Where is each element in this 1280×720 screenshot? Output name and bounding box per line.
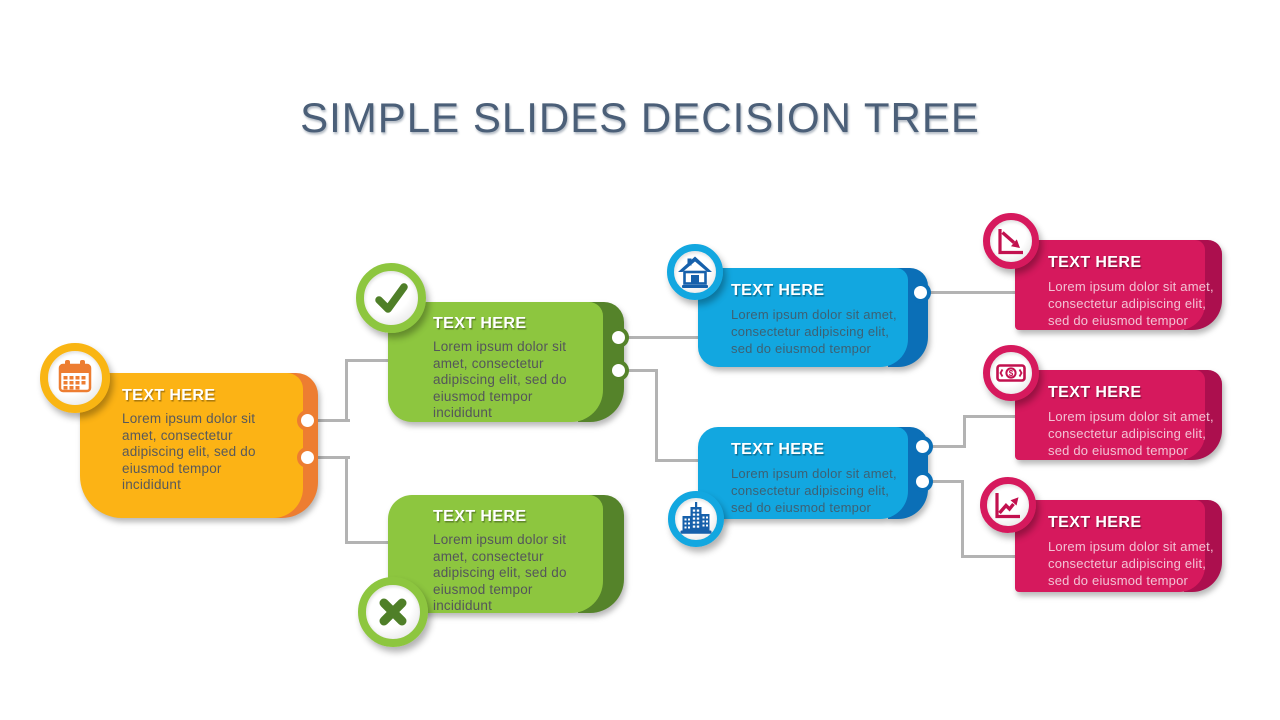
node-body-text: Lorem ipsum dolor sit amet, consectetur …: [433, 532, 567, 613]
connection-dot: [297, 410, 318, 431]
node-body: TEXT HERE Lorem ipsum dolor sit amet, co…: [80, 373, 303, 518]
decision-node-start[interactable]: TEXT HERE Lorem ipsum dolor sit amet, co…: [80, 373, 318, 518]
home-icon: [678, 256, 712, 288]
node-body: TEXT HERE Lorem ipsum dolor sit amet, co…: [388, 302, 603, 422]
building-icon: [680, 502, 712, 534]
connection-dot: [912, 471, 933, 492]
slide-title: SIMPLE SLIDES DECISION TREE: [300, 94, 980, 141]
node-body: TEXT HERE Lorem ipsum dolor sit amet, co…: [698, 268, 908, 367]
decision-node-option-building[interactable]: TEXT HERE Lorem ipsum dolor sit amet, co…: [698, 427, 928, 519]
connection-dot: [297, 447, 318, 468]
connector-segment: [306, 456, 350, 459]
node-heading: TEXT HERE: [731, 282, 825, 299]
icon-badge: $: [983, 345, 1039, 401]
node-body-text: Lorem ipsum dolor sit amet, consectetur …: [731, 466, 897, 515]
decision-node-branch-yes[interactable]: TEXT HERE Lorem ipsum dolor sit amet, co…: [388, 302, 624, 422]
connector-segment: [961, 555, 1015, 558]
connection-dot: [910, 282, 931, 303]
connector-segment: [920, 445, 966, 448]
node-heading: TEXT HERE: [433, 508, 527, 525]
connector-segment: [920, 480, 964, 483]
cross-icon: [379, 598, 407, 626]
decision-node-branch-no[interactable]: TEXT HERE Lorem ipsum dolor sit amet, co…: [388, 495, 624, 613]
connector-segment: [655, 369, 658, 462]
decision-node-outcome-decline[interactable]: TEXT HERE Lorem ipsum dolor sit amet, co…: [1015, 240, 1222, 330]
icon-badge: [358, 577, 428, 647]
connector-segment: [346, 359, 390, 362]
chart-growth-icon: [995, 493, 1020, 519]
connector-segment: [963, 415, 1015, 418]
decision-node-outcome-growth[interactable]: TEXT HERE Lorem ipsum dolor sit amet, co…: [1015, 500, 1222, 592]
connector-segment: [619, 336, 700, 339]
node-heading: TEXT HERE: [433, 315, 527, 332]
node-body: TEXT HERE Lorem ipsum dolor sit amet, co…: [1015, 240, 1214, 330]
connection-dot: [608, 327, 629, 348]
icon-badge: [40, 343, 110, 413]
connector-segment: [346, 541, 390, 544]
node-body: TEXT HERE Lorem ipsum dolor sit amet, co…: [1015, 500, 1214, 592]
node-body-text: Lorem ipsum dolor sit amet, consectetur …: [731, 307, 897, 356]
icon-badge: [980, 477, 1036, 533]
node-heading: TEXT HERE: [1048, 254, 1142, 271]
node-body: TEXT HERE Lorem ipsum dolor sit amet, co…: [1015, 370, 1214, 460]
node-heading: TEXT HERE: [731, 441, 825, 458]
icon-badge: [983, 213, 1039, 269]
connector-segment: [655, 459, 700, 462]
node-body-text: Lorem ipsum dolor sit amet, consectetur …: [1048, 409, 1214, 458]
checkmark-icon: [375, 283, 408, 313]
node-body-text: Lorem ipsum dolor sit amet, consectetur …: [1048, 539, 1214, 588]
node-body-text: Lorem ipsum dolor sit amet, consectetur …: [122, 411, 256, 492]
node-heading: TEXT HERE: [1048, 384, 1142, 401]
connector-segment: [961, 480, 964, 558]
connector-segment: [619, 369, 658, 372]
node-heading: TEXT HERE: [1048, 514, 1142, 531]
calendar-icon: [58, 360, 92, 393]
icon-badge: [667, 244, 723, 300]
node-body: TEXT HERE Lorem ipsum dolor sit amet, co…: [388, 495, 603, 613]
node-body-text: Lorem ipsum dolor sit amet, consectetur …: [433, 339, 567, 420]
connector-segment: [306, 419, 350, 422]
connector-segment: [963, 415, 966, 448]
node-body: TEXT HERE Lorem ipsum dolor sit amet, co…: [698, 427, 908, 519]
node-body-text: Lorem ipsum dolor sit amet, consectetur …: [1048, 279, 1214, 328]
decision-node-option-home[interactable]: TEXT HERE Lorem ipsum dolor sit amet, co…: [698, 268, 928, 367]
connector-segment: [920, 291, 1015, 294]
node-heading: TEXT HERE: [122, 387, 216, 404]
connection-dot: [608, 360, 629, 381]
icon-badge: [668, 491, 724, 547]
icon-badge: [356, 263, 426, 333]
svg-text:$: $: [1009, 369, 1014, 378]
chart-decline-icon: [998, 229, 1023, 255]
connector-segment: [345, 456, 348, 544]
decision-node-outcome-money[interactable]: TEXT HERE Lorem ipsum dolor sit amet, co…: [1015, 370, 1222, 460]
connector-segment: [345, 359, 348, 422]
money-icon: $: [996, 364, 1026, 382]
connection-dot: [912, 436, 933, 457]
